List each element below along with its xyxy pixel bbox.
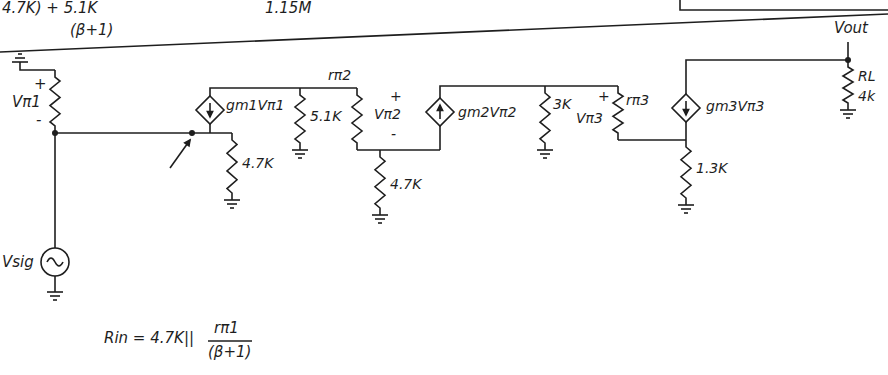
circuit-label: + [34,76,47,93]
current-source [426,98,454,126]
circuit-label: 4.7K) + 5.1K [2,0,97,17]
ground-symbol [295,153,305,155]
ground-symbol [224,199,240,201]
circuit-label: rπ3 [626,92,649,108]
circuit-label: 1.3K [696,160,727,176]
ground-symbol [375,218,385,220]
circuit-label: (β+1) [208,344,251,361]
circuit-label: 4k [858,88,875,104]
circuit-label: + [598,88,610,104]
fraction-bar [208,340,252,342]
separator-line [0,14,888,52]
resistor-symbol [375,150,385,215]
resistor-symbol [352,88,362,150]
ground-symbol [684,212,688,214]
voltage-source [47,258,63,266]
circuit-label: gm3Vπ3 [706,98,764,114]
circuit-label: - [391,126,396,142]
circuit-label: gm2Vπ2 [458,104,516,120]
ground-symbol [372,214,388,216]
ground-symbol [543,157,547,159]
wire [54,276,56,292]
ground-symbol [378,222,382,224]
ground-symbol [227,203,237,205]
circuit-label: Rin = 4.7K|| [104,330,194,347]
ground-symbol [840,109,856,111]
resistor-symbol [613,86,623,140]
ground-symbol [50,295,60,297]
ground-symbol [15,57,25,59]
wire [680,0,888,10]
circuit-label: 4.7K [242,155,273,171]
circuit-label: 5.1K [310,108,341,124]
current-arrow [437,105,442,110]
ground-symbol [678,204,694,206]
circuit-label: Vπ2 [374,106,401,122]
circuit-label: Vπ1 [12,94,41,111]
circuit-label: + [390,88,402,104]
wire [55,132,232,134]
wire [685,122,687,140]
circuit-label: rπ1 [214,320,239,337]
circuit-label: gm1Vπ1 [226,97,284,113]
ground-symbol [843,113,853,115]
resistor-symbol [295,88,305,150]
current-source [196,96,224,124]
wire [20,62,55,70]
circuit-label: - [36,112,41,129]
ground-symbol [18,53,22,55]
current-arrow [207,112,212,117]
ground-symbol [53,299,57,301]
ground-symbol [47,291,63,293]
ground-symbol [681,208,691,210]
circuit-label: (β+1) [70,22,113,39]
junction-dot [190,131,194,135]
voltage-source [41,248,69,276]
resistor-symbol [50,70,60,133]
circuit-label: 3K [553,96,571,112]
current-source [672,94,700,122]
wire [209,124,211,133]
junction-dot [53,131,57,135]
ground-symbol [298,157,302,159]
resistor-symbol [227,133,237,200]
wire [210,88,357,96]
ground-symbol [12,61,28,63]
ground-symbol [292,149,308,151]
wire [440,86,618,98]
wire [686,60,848,94]
wire [618,139,686,141]
ground-symbol [540,153,550,155]
circuit-label: RL [858,68,876,84]
rin-arrow [185,140,190,146]
current-arrow [683,110,688,115]
circuit-label: 1.15M [265,0,311,17]
circuit-label: 4.7K [390,176,421,192]
ground-symbol [846,117,850,119]
circuit-label: Vout [834,20,868,37]
resistor-symbol [540,86,550,150]
resistor-symbol [843,60,853,110]
circuit-label: Vπ3 [576,110,603,126]
circuit-label: Vsig [2,254,34,271]
ground-symbol [230,207,234,209]
ground-symbol [537,149,553,151]
rin-arrow [170,140,190,168]
wire [439,126,441,150]
circuit-label: rπ2 [328,67,351,83]
resistor-symbol [681,140,691,205]
wire [357,149,440,151]
wire [54,133,56,248]
